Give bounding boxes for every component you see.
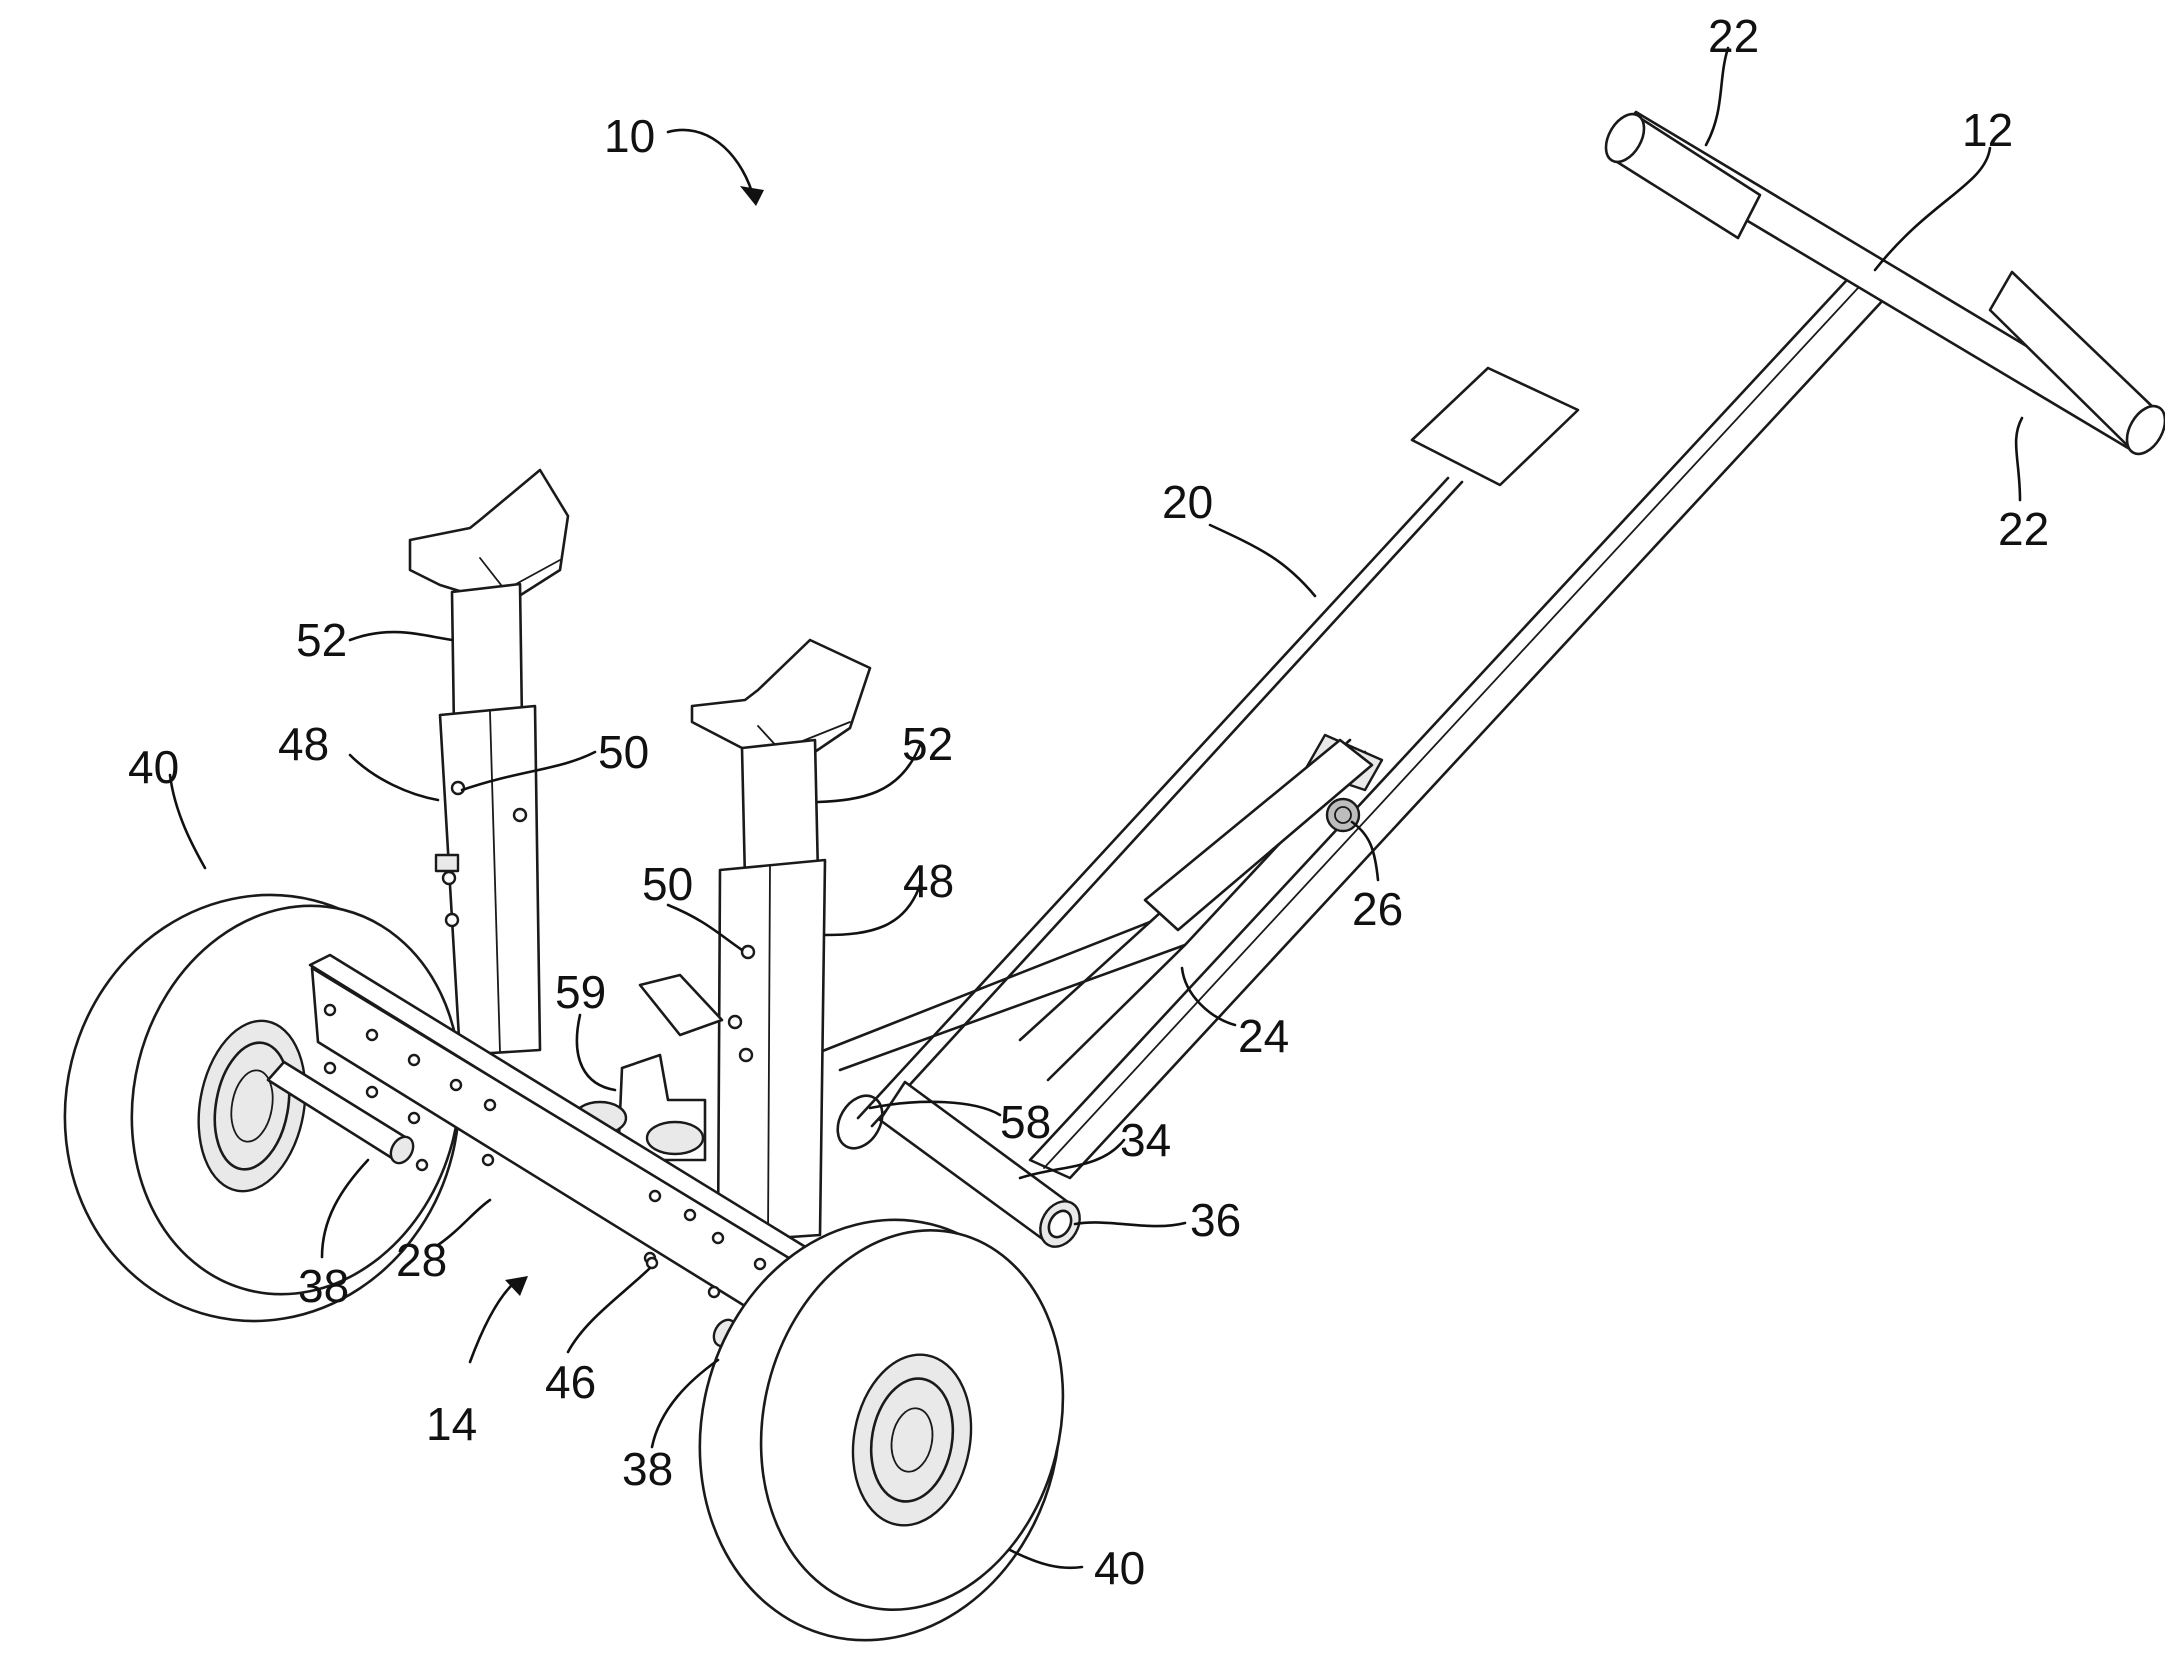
label-assembly: 10 (604, 110, 655, 162)
label-pin-left: 50 (598, 726, 649, 778)
label-wheel-left: 40 (128, 741, 179, 793)
label-sleeve-right: 48 (903, 855, 954, 907)
right-post (692, 640, 870, 1242)
label-axle-left: 38 (298, 1260, 349, 1312)
label-hinge-loop: 58 (1000, 1096, 1051, 1148)
label-pin-right: 50 (642, 858, 693, 910)
grip-bar (1598, 107, 2165, 460)
label-cradle-left: 52 (296, 614, 347, 666)
brace-lower-arm (820, 922, 1185, 1070)
label-pivot-pin: 26 (1352, 883, 1403, 935)
label-axle-right: 38 (622, 1443, 673, 1495)
label-handle: 12 (1962, 104, 2013, 156)
label-base: 14 (426, 1398, 477, 1450)
beam-hole (647, 1258, 657, 1268)
label-sleeve-left: 48 (278, 718, 329, 770)
label-grip-bottom: 22 (1998, 503, 2049, 555)
label-wheel-right: 40 (1094, 1542, 1145, 1594)
label-brace: 24 (1238, 1010, 1289, 1062)
label-clamp: 59 (555, 966, 606, 1018)
reference-numerals: 10 22 12 22 20 26 24 58 34 36 40 52 48 5… (128, 10, 2049, 1594)
label-pedal-arm: 20 (1162, 476, 1213, 528)
label-front-tube: 34 (1120, 1114, 1171, 1166)
left-cradle (410, 470, 568, 605)
left-pin (452, 782, 464, 794)
label-cradle-right: 52 (902, 718, 953, 770)
left-post (410, 470, 568, 1055)
label-tube-end: 36 (1190, 1194, 1241, 1246)
hinge-loop (829, 1088, 892, 1156)
right-sleeve (718, 860, 825, 1242)
pivot-pin (1327, 799, 1359, 831)
right-pin (742, 946, 754, 958)
handle-assembly (820, 107, 2165, 1178)
pedal-plate (1412, 368, 1578, 485)
label-cross-beam: 28 (396, 1234, 447, 1286)
label-grip-top: 22 (1708, 10, 1759, 62)
label-beam-hole: 46 (545, 1356, 596, 1408)
